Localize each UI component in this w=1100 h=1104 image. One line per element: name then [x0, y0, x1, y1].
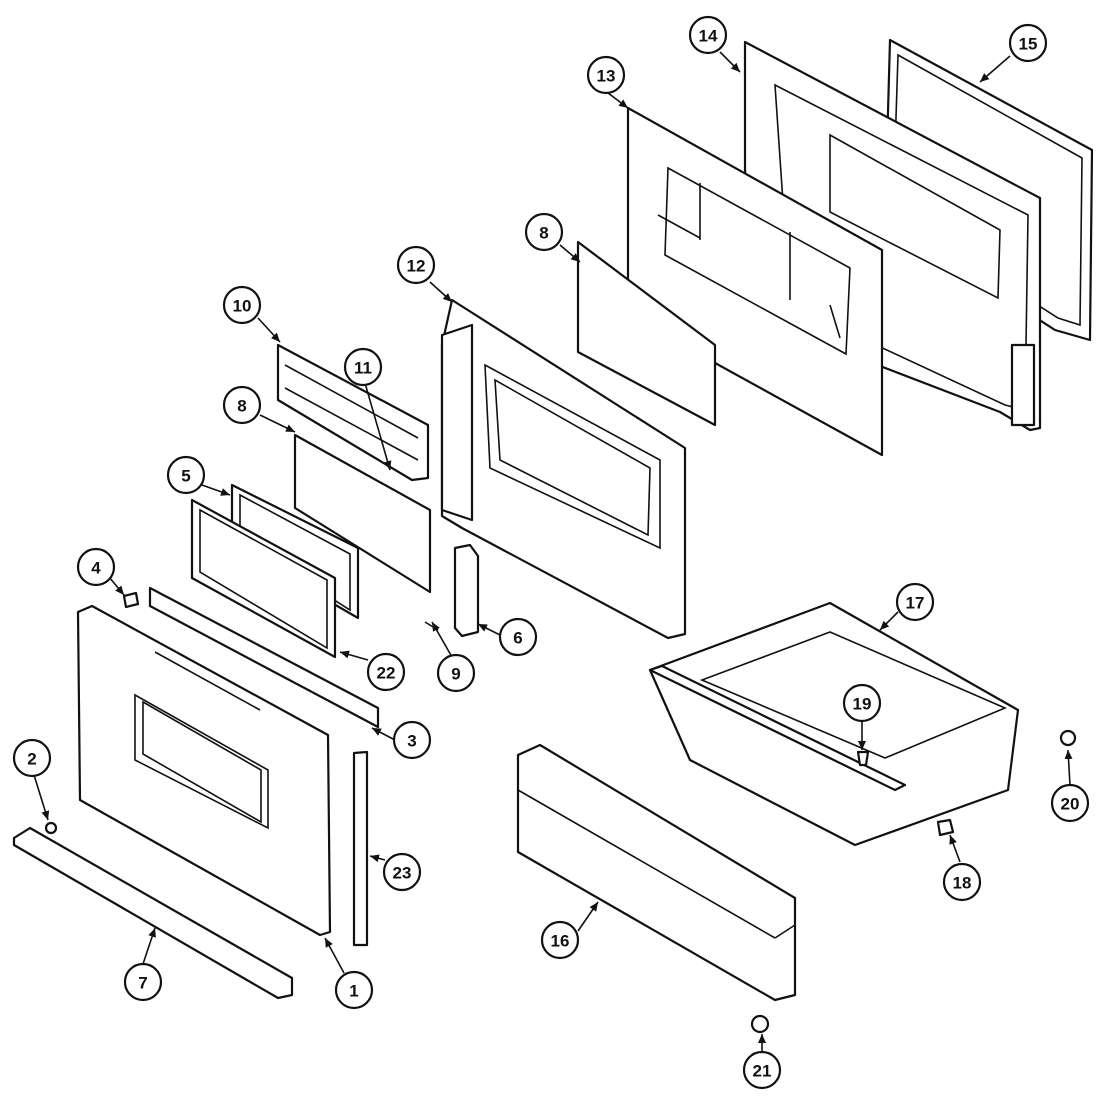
outer-door-1	[76, 604, 332, 937]
callout-21: 21	[742, 1050, 782, 1090]
door-glass-upper	[576, 240, 717, 427]
callout-circle	[123, 962, 163, 1002]
callout-circle	[498, 617, 538, 657]
callout-10: 10	[222, 285, 262, 325]
callout-circle	[366, 652, 406, 692]
callout-number: 8	[539, 224, 548, 243]
callout-number: 7	[138, 974, 147, 993]
callout-number: 13	[597, 67, 616, 86]
callout-22: 22	[366, 652, 406, 692]
leader-lines	[33, 51, 1073, 1052]
callout-circle	[382, 852, 422, 892]
door-handle-7	[12, 826, 294, 1000]
callout-circle	[436, 653, 476, 693]
callout-number: 2	[27, 750, 36, 769]
callout-number: 11	[354, 359, 372, 378]
vent-trim-3	[148, 586, 380, 729]
callout-circle	[396, 245, 436, 285]
screw-2	[44, 821, 58, 835]
callout-number: 9	[451, 665, 460, 684]
screw-19	[856, 750, 870, 767]
callout-number: 23	[393, 864, 412, 883]
callout-9: 9	[436, 653, 476, 693]
callout-circle	[586, 55, 626, 95]
callout-number: 6	[513, 629, 522, 648]
callout-15: 15	[1008, 23, 1048, 63]
door-inner-panel	[626, 106, 884, 457]
callout-circle	[76, 547, 116, 587]
callout-number: 17	[906, 594, 925, 613]
nut-21	[750, 1014, 770, 1034]
hinge-receiver-6	[453, 543, 480, 638]
callout-circle	[540, 920, 580, 960]
callout-circle	[688, 15, 728, 55]
callout-7: 7	[123, 962, 163, 1002]
drawer-pan-17	[648, 601, 1020, 847]
callout-number: 10	[233, 297, 252, 316]
callout-circle	[1050, 783, 1090, 823]
callout-19: 19	[842, 683, 882, 723]
door-liner-back	[440, 298, 687, 640]
callout-number: 4	[91, 559, 101, 578]
callout-number: 19	[853, 695, 872, 714]
callout-circle	[895, 582, 935, 622]
callout-circle	[392, 720, 432, 760]
callout-23: 23	[382, 852, 422, 892]
callout-12: 12	[396, 245, 436, 285]
callout-circle	[742, 1050, 782, 1090]
callout-circle	[222, 285, 262, 325]
callout-4: 4	[76, 547, 116, 587]
callout-circle	[942, 862, 982, 902]
callout-circle	[1008, 23, 1048, 63]
callout-11: 11	[343, 347, 383, 387]
callout-8: 8	[524, 212, 564, 252]
callout-circle	[12, 738, 52, 778]
nut-20	[1059, 729, 1077, 747]
door-glass-8-front	[293, 433, 432, 594]
callout-number: 8	[237, 397, 246, 416]
drawer-front-16	[516, 743, 797, 1002]
callout-number: 22	[377, 664, 396, 683]
callout-number: 15	[1019, 35, 1038, 54]
callout-circle	[166, 455, 206, 495]
callout-number: 16	[551, 932, 570, 951]
callout-number: 20	[1061, 795, 1080, 814]
callout-6: 6	[498, 617, 538, 657]
callout-14: 14	[688, 15, 728, 55]
door-bracket-10	[276, 343, 430, 482]
side-trim-23	[352, 750, 369, 947]
callout-17: 17	[895, 582, 935, 622]
callout-number: 3	[407, 732, 416, 751]
callout-circle	[524, 212, 564, 252]
callout-5: 5	[166, 455, 206, 495]
callout-circle	[222, 385, 262, 425]
callout-circle	[842, 683, 882, 723]
callout-13: 13	[586, 55, 626, 95]
callout-number: 18	[953, 874, 972, 893]
callout-circle	[334, 970, 374, 1010]
callout-circle	[343, 347, 383, 387]
callout-number: 21	[753, 1062, 772, 1081]
callout-number: 14	[699, 27, 718, 46]
screw-4	[122, 591, 140, 609]
door-glass-22	[190, 498, 337, 659]
callout-16: 16	[540, 920, 580, 960]
callout-1: 1	[334, 970, 374, 1010]
callout-2: 2	[12, 738, 52, 778]
callout-number: 5	[181, 467, 190, 486]
callout-number: 1	[349, 982, 358, 1001]
callout-3: 3	[392, 720, 432, 760]
callout-8: 8	[222, 385, 262, 425]
callout-18: 18	[942, 862, 982, 902]
clip-18	[936, 818, 955, 837]
callout-number: 12	[407, 257, 426, 276]
callout-20: 20	[1050, 783, 1090, 823]
